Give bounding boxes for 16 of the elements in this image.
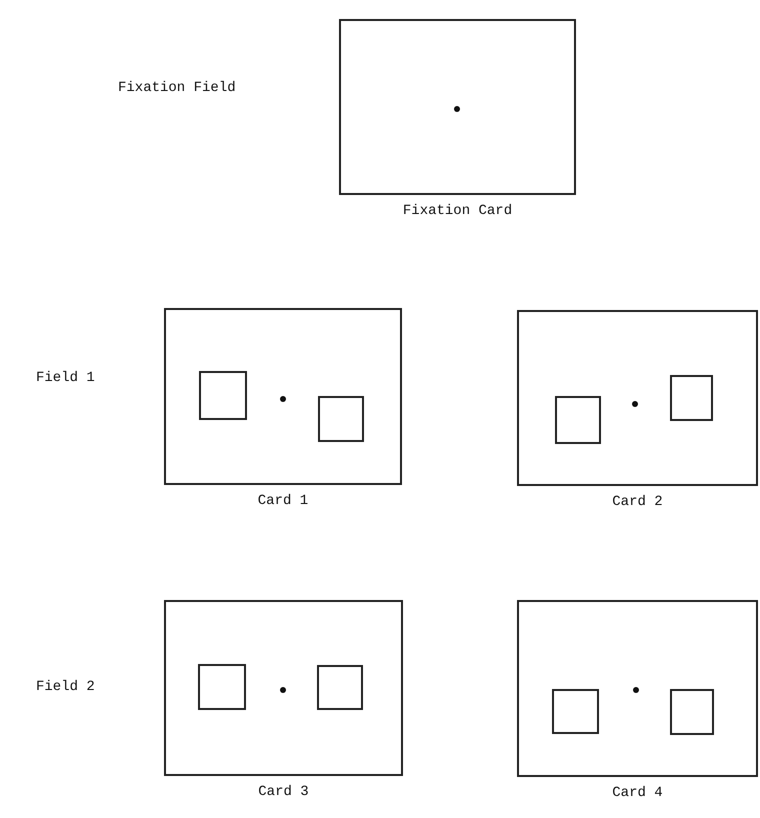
card-caption: Card 1 — [256, 493, 310, 509]
field-label: Field 1 — [36, 370, 95, 386]
square-stimulus — [670, 375, 713, 421]
square-stimulus — [555, 396, 601, 444]
card-caption: Card 2 — [611, 494, 664, 510]
card-caption: Card 4 — [611, 785, 664, 801]
field-label: Fixation Field — [118, 80, 236, 96]
square-stimulus — [552, 689, 599, 734]
card-caption: Card 3 — [257, 784, 310, 800]
square-stimulus — [317, 665, 363, 710]
square-stimulus — [670, 689, 714, 735]
card-caption: Fixation Card — [402, 203, 514, 219]
square-stimulus — [198, 664, 246, 710]
square-stimulus — [199, 371, 247, 420]
field-label: Field 2 — [36, 679, 95, 695]
square-stimulus — [318, 396, 364, 442]
